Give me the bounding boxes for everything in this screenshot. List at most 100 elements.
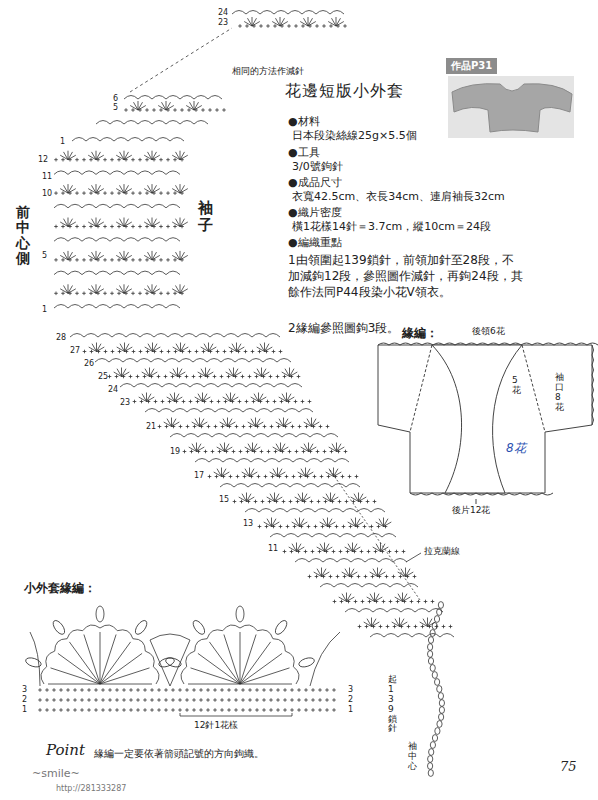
garment-outline [378,345,592,493]
treble-fan [88,284,104,293]
single-crochet-mark [183,450,348,454]
edging-scallop [378,343,598,495]
treble-fan [348,518,364,527]
row-number: 1 [22,705,27,714]
row-number: 23 [120,398,130,407]
picot [96,606,104,622]
photo-ground [448,76,574,138]
chain-loop [30,632,340,686]
treble-fan [144,151,160,160]
chain-arc [245,509,385,513]
sample-photo [448,76,574,138]
treble-fan [270,468,286,477]
row-number: 13 [243,519,253,528]
chain-stitch [439,714,444,721]
row-number: 21 [146,422,156,431]
chain-arc [195,459,349,463]
chain-stitch [428,763,433,770]
spec-text: 橫1花樣14針＝3.7cm，縱10cm＝24段 [292,221,491,234]
row-number: 24 [108,385,118,394]
treble-fan [244,17,260,26]
treble-fan [245,443,261,452]
treble-fan [229,343,245,352]
single-crochet-mark [258,525,388,529]
section-heading: 緣編： [402,327,438,341]
single-crochet-mark [54,225,184,229]
treble-fan [170,368,186,377]
treble-fan [60,284,76,293]
chain-stitch [428,756,433,763]
chain-arc [370,634,454,638]
treble-fan [370,568,386,577]
row-number: 3 [348,685,353,694]
treble-fan [328,17,344,26]
shrug-schematic [378,343,598,504]
treble-fan [172,284,188,293]
bracket [180,713,292,716]
section-heading: 小外套緣編： [24,582,96,596]
chain-stitch [430,630,435,637]
dimension: 後片12花 [452,505,490,515]
chain-stitch [435,728,440,735]
treble-fan [60,251,76,260]
picot [236,606,244,622]
chain-stitch [438,693,443,700]
dimension: 袖口8花 [555,373,564,413]
treble-fan [192,418,208,427]
treble-fan [88,184,104,193]
note: 緣編一定要依著箭頭記號的方向鉤織。 [94,748,264,760]
single-crochet-mark [38,708,336,712]
single-crochet-mark [38,688,336,692]
treble-fan [395,593,411,602]
picot [273,619,289,637]
treble-fan [186,101,202,110]
raglan-line [410,345,545,432]
treble-fan [144,284,160,293]
treble-fan [392,618,408,627]
title: 花邊短版小外套 [285,82,404,100]
treble-fan [217,443,233,452]
treble-fan [116,184,132,193]
chain-arc [220,484,360,488]
chain-stitch [432,623,437,630]
treble-fan [172,251,188,260]
treble-fan [188,632,292,684]
treble-fan [116,151,132,160]
instruction: 1由領圍起139鎖針，前領加針至28段，不加減鉤12段，參照圖作減針，再鉤24段… [288,252,524,300]
front-opening [432,345,522,493]
chain-arc [295,559,407,563]
tag-text: 作品P31 [451,60,492,71]
leader-line [406,553,421,562]
treble-fan [88,218,104,227]
treble-fan [323,493,339,502]
chain-arc [145,409,313,413]
spec-heading: ●材料 [288,116,320,129]
treble-fan [189,443,205,452]
row-number: 24 [218,8,228,17]
treble-fan [292,518,308,527]
row-number: 23 [218,18,228,27]
point-mark: Point [46,742,85,759]
chain-arc [345,609,443,613]
treble-fan [289,543,305,552]
treble-fan [226,368,242,377]
treble-fan [314,568,330,577]
treble-fan [142,368,158,377]
chain-arc [54,204,180,208]
spec-text: 衣寬42.5cm、衣長34cm、連肩袖長32cm [292,191,505,204]
treble-fan [88,251,104,260]
treble-fan [223,393,239,402]
treble-fan [130,101,146,110]
treble-fan [276,418,292,427]
treble-fan [254,368,270,377]
part-label: 拉克蘭線 [424,546,460,556]
row-number: 1 [348,705,353,714]
treble-fan [320,518,336,527]
row-number: 2 [22,695,27,704]
row-number: 5 [42,251,47,260]
row-number: 3 [22,685,27,694]
treble-fan [60,151,76,160]
treble-fan [220,418,236,427]
treble-fan [89,343,105,352]
treble-fan [173,343,189,352]
